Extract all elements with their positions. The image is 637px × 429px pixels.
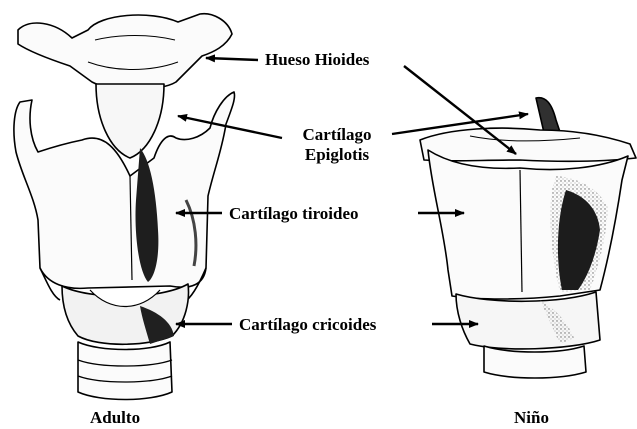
- child-tracheal-rings: [484, 346, 586, 378]
- arrow-hyoid-adult: [206, 58, 258, 60]
- caption-adulto: Adulto: [90, 408, 140, 428]
- child-cricoid-cartilage: [456, 292, 600, 349]
- adult-tracheal-rings: [78, 342, 172, 400]
- adult-larynx-illustration: [14, 14, 235, 400]
- label-cartilago-epiglotis-line2: Epiglotis: [287, 145, 387, 165]
- caption-nino: Niño: [514, 408, 549, 428]
- child-hyoid-bone: [420, 128, 636, 161]
- label-cartilago-epiglotis-line1: Cartílago: [287, 125, 387, 145]
- arrow-epiglottis-adult: [178, 116, 282, 138]
- label-cartilago-epiglotis: Cartílago Epiglotis: [287, 125, 387, 164]
- label-cartilago-cricoides: Cartílago cricoides: [239, 315, 376, 335]
- adult-hyoid-bone: [18, 14, 232, 90]
- child-larynx-illustration: [420, 98, 636, 378]
- label-cartilago-tiroideo: Cartílago tiroideo: [229, 204, 359, 224]
- label-hueso-hioides: Hueso Hioides: [265, 50, 369, 70]
